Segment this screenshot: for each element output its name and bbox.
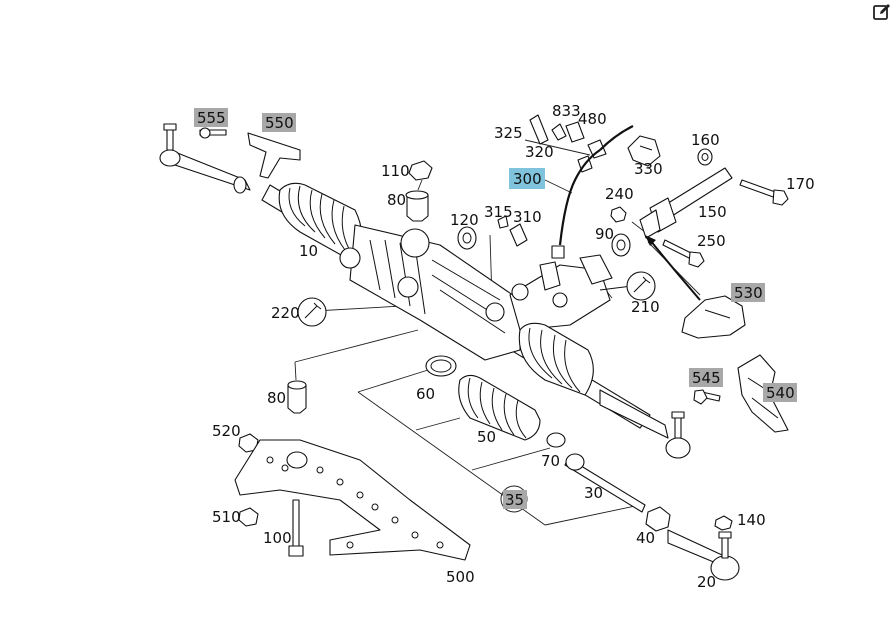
callout-220[interactable]: 220 bbox=[271, 304, 300, 322]
callout-210[interactable]: 210 bbox=[631, 298, 660, 316]
callout-530[interactable]: 530 bbox=[731, 283, 765, 302]
callout-10[interactable]: 10 bbox=[299, 242, 318, 260]
svg-text:35: 35 bbox=[505, 491, 524, 509]
callout-80-top[interactable]: 80 bbox=[387, 191, 406, 209]
callout-540[interactable]: 540 bbox=[763, 383, 797, 402]
svg-text:530: 530 bbox=[734, 284, 763, 302]
callout-240[interactable]: 240 bbox=[605, 185, 634, 203]
callout-833[interactable]: 833 bbox=[552, 102, 581, 120]
callout-520[interactable]: 520 bbox=[212, 422, 241, 440]
svg-text:300: 300 bbox=[513, 170, 542, 188]
callout-30[interactable]: 30 bbox=[584, 484, 603, 502]
lower-parts bbox=[234, 354, 789, 581]
callout-140[interactable]: 140 bbox=[737, 511, 766, 529]
callout-20[interactable]: 20 bbox=[697, 573, 716, 591]
callout-70[interactable]: 70 bbox=[541, 452, 560, 470]
callout-150[interactable]: 150 bbox=[698, 203, 727, 221]
callout-110[interactable]: 110 bbox=[381, 162, 410, 180]
callout-160[interactable]: 160 bbox=[691, 131, 720, 149]
callout-35[interactable]: 35 bbox=[500, 485, 528, 513]
callout-40[interactable]: 40 bbox=[636, 529, 655, 547]
callout-315[interactable]: 315 bbox=[484, 203, 513, 221]
callout-545[interactable]: 545 bbox=[689, 368, 723, 387]
callout-80-bottom[interactable]: 80 bbox=[267, 389, 286, 407]
callout-330[interactable]: 330 bbox=[634, 160, 663, 178]
callout-100[interactable]: 100 bbox=[263, 529, 292, 547]
svg-text:540: 540 bbox=[766, 384, 795, 402]
callout-325[interactable]: 325 bbox=[494, 124, 523, 142]
edit-button[interactable] bbox=[872, 2, 892, 22]
upper-parts bbox=[199, 114, 789, 339]
svg-text:545: 545 bbox=[692, 369, 721, 387]
callout-300[interactable]: 300 bbox=[509, 168, 545, 189]
callouts: 555 550 300 530 545 540 35 833 480 bbox=[194, 102, 815, 591]
callout-550[interactable]: 550 bbox=[262, 113, 296, 132]
callout-90[interactable]: 90 bbox=[595, 225, 614, 243]
callout-310[interactable]: 310 bbox=[513, 208, 542, 226]
steering-rack bbox=[159, 123, 691, 459]
callout-60[interactable]: 60 bbox=[416, 385, 435, 403]
callout-500[interactable]: 500 bbox=[446, 568, 475, 586]
callout-250[interactable]: 250 bbox=[697, 232, 726, 250]
svg-text:550: 550 bbox=[265, 114, 294, 132]
svg-text:555: 555 bbox=[197, 109, 226, 127]
callout-320[interactable]: 320 bbox=[525, 143, 554, 161]
callout-510[interactable]: 510 bbox=[212, 508, 241, 526]
callout-555[interactable]: 555 bbox=[194, 108, 228, 127]
callout-170[interactable]: 170 bbox=[786, 175, 815, 193]
callout-120[interactable]: 120 bbox=[450, 211, 479, 229]
callout-480[interactable]: 480 bbox=[578, 110, 607, 128]
edit-icon bbox=[873, 4, 890, 20]
callout-50[interactable]: 50 bbox=[477, 428, 496, 446]
